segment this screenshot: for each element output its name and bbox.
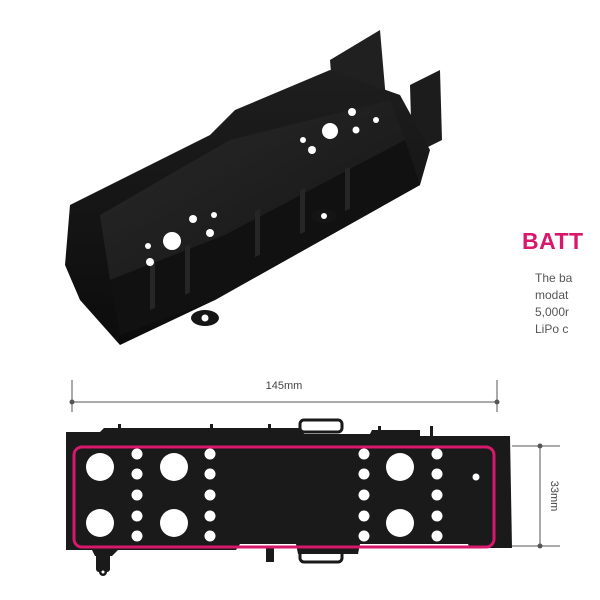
width-dimension: 33mm <box>512 443 560 549</box>
length-dimension: 145mm <box>69 380 500 412</box>
tray-top-view <box>66 418 512 576</box>
length-label: 145mm <box>266 380 303 392</box>
battery-area-highlight <box>72 445 496 549</box>
width-label: 33mm <box>548 481 560 512</box>
description-line: 5,000r <box>535 305 570 319</box>
description-line: LiPo c <box>535 322 569 336</box>
diagram-holes <box>86 448 480 542</box>
floor-holes <box>145 108 379 266</box>
section-heading: BATT <box>522 228 584 254</box>
side-ribs <box>150 166 350 311</box>
description-line: modat <box>535 288 569 302</box>
section-description: The ba modat 5,000r LiPo c <box>535 270 600 338</box>
battery-tray-product-image <box>65 30 442 345</box>
dimension-diagram: 145mm <box>66 380 560 576</box>
description-line: The ba <box>535 271 573 285</box>
